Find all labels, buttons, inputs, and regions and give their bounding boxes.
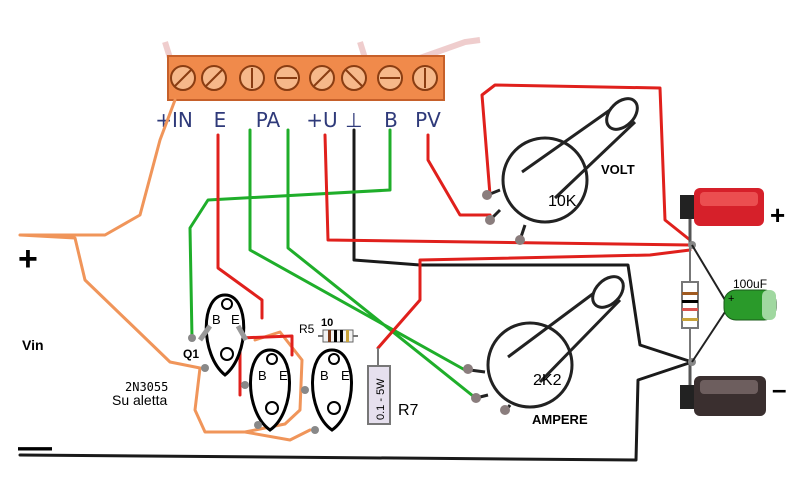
red-wire-plus-u	[323, 133, 692, 247]
transistor-part-label: 2N3055	[125, 380, 168, 394]
r7-rating: 0.1 - 5W	[375, 378, 387, 420]
cap-value: 100uF	[733, 277, 767, 291]
ampere-label: AMPERE	[532, 412, 588, 427]
q3-pin-b: B	[320, 368, 329, 383]
r5-label: R5	[299, 322, 315, 336]
volt-label: VOLT	[601, 162, 635, 177]
transistor-q2: B E	[249, 348, 291, 432]
black-wire-ground	[352, 128, 694, 364]
pot-ampere	[463, 275, 625, 415]
input-plus-symbol: +	[18, 240, 38, 278]
q1-pin-b: B	[212, 312, 221, 327]
vin-label: Vin	[22, 337, 44, 353]
orange-wire-input	[18, 98, 202, 370]
green-wire-base	[188, 128, 392, 340]
terminal-screws	[170, 65, 438, 91]
volt-value: 10K	[548, 193, 577, 210]
capacitor-100uf: +	[691, 244, 777, 363]
terminal-label-e: E	[214, 108, 227, 132]
r5-value: 10	[321, 317, 333, 329]
terminal-label-pv: PV	[415, 108, 441, 132]
terminal-block: +IN E PA +U ⊥ B PV	[155, 55, 445, 132]
orange-wire-emitters	[193, 330, 312, 442]
pot-volt	[482, 97, 639, 245]
terminal-label-ground: ⊥	[345, 108, 362, 132]
output-minus-terminal	[680, 362, 766, 416]
q2-pin-b: B	[258, 368, 267, 383]
cap-polarity: +	[728, 293, 734, 305]
resistor-r7: 0.1 - 5W	[367, 348, 391, 425]
output-minus-symbol: –	[772, 374, 786, 404]
resistor-r5	[318, 329, 358, 343]
terminal-label-in: +IN	[155, 108, 193, 132]
q2-pin-e: E	[279, 368, 288, 383]
output-plus-terminal	[680, 188, 764, 245]
transistor-q3: B E	[311, 348, 353, 432]
red-wire-pv	[426, 83, 692, 242]
terminal-label-b: B	[384, 108, 398, 132]
r7-label: R7	[398, 402, 419, 419]
output-plus-symbol: +	[770, 200, 785, 230]
red-wire-r7	[376, 248, 692, 350]
heatsink-label: Su aletta	[112, 392, 167, 408]
ampere-value: 2K2	[533, 372, 562, 389]
transistor-q1: B E	[197, 293, 249, 377]
q1-label: Q1	[183, 347, 199, 361]
output-resistor	[681, 241, 699, 366]
q1-pin-e: E	[231, 312, 240, 327]
terminal-label-u: +U	[306, 108, 337, 132]
terminal-label-pa: PA	[256, 108, 281, 132]
q3-pin-e: E	[341, 368, 350, 383]
input-minus-symbol: —	[18, 428, 52, 466]
lead-pads	[188, 334, 319, 434]
black-wire-minus-rail	[18, 360, 694, 462]
